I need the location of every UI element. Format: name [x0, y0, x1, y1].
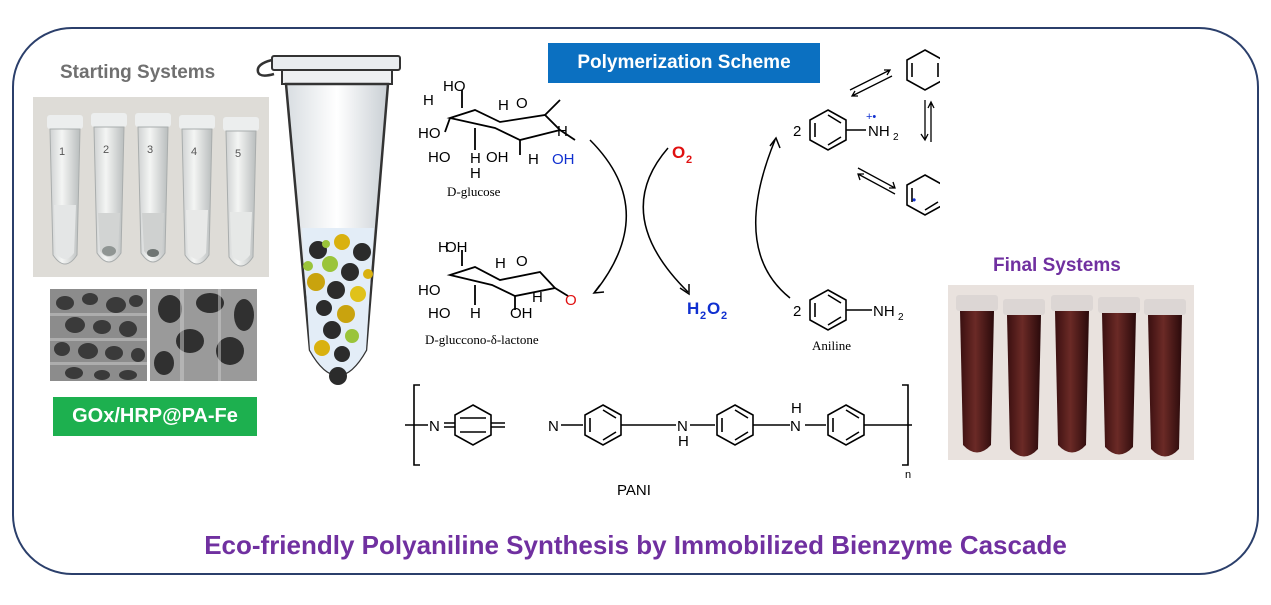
starting-systems-photo: 1 2 3 4 5 [33, 97, 269, 277]
h2o2-sub-1: 2 [700, 310, 706, 322]
h2o2-label-h: H [687, 299, 699, 318]
pani-repeat-n: n [905, 469, 911, 481]
pani-n-3: N [677, 418, 688, 435]
lactone-name: D-gluccono-δ-lactone [425, 332, 539, 347]
lactone-label-o-red: O [565, 292, 577, 309]
pani-n-2: N [548, 418, 559, 435]
pani-n-1: N [429, 418, 440, 435]
final-tube-row [956, 295, 1186, 457]
cascade-arrows [589, 136, 791, 299]
lactone-label-h-top: H [438, 239, 449, 256]
lactone-label-ho-left: HO [418, 282, 441, 299]
aniline-coefficient: 2 [793, 303, 801, 320]
radical-nh2-sub: 2 [893, 132, 899, 143]
radical-nh2: NH [868, 123, 890, 140]
glucose-label-oh-mid: OH [486, 149, 509, 166]
glucose-label-o-ring: O [516, 95, 528, 112]
glucose-label-ho-left: HO [418, 125, 441, 142]
final-systems-title: Final Systems [993, 255, 1121, 276]
pani-h-3: H [678, 433, 689, 450]
pani-h-4: H [791, 400, 802, 417]
tube-row: 1 2 3 4 5 [47, 113, 259, 267]
enzyme-system-label: GOx/HRP@PA-Fe [53, 397, 257, 436]
lactone-label-ho-bottom: HO [428, 305, 451, 322]
o2-subscript: 2 [686, 154, 692, 166]
aniline-nh2-sub: 2 [898, 312, 904, 323]
glucose-label-h-bottom: H [470, 165, 481, 182]
equilibrium-arrows [849, 69, 935, 195]
glucose-label-h-mid: H [470, 150, 481, 167]
lactone-label-o-ring: O [516, 253, 528, 270]
tube-label-2: 2 [103, 144, 109, 156]
h2o2-label-o: O [707, 299, 720, 318]
lactone-label-oh-top: OH [445, 239, 468, 256]
sem-image-right [150, 289, 257, 381]
pani-name: PANI [617, 482, 651, 499]
aniline-structure [809, 289, 872, 331]
rounded-frame [12, 27, 1259, 575]
sem-image-left [50, 289, 147, 381]
enzyme-particles [303, 234, 373, 385]
lactone-label-h-mid: H [470, 305, 481, 322]
glucose-structure [444, 90, 576, 155]
pani-structure [405, 384, 912, 466]
lactone-label-h-lower: H [532, 289, 543, 306]
glucose-label-h-lower: H [528, 151, 539, 168]
o2-label: O [672, 143, 685, 162]
tube-label-4: 4 [191, 146, 197, 158]
reaction-scheme: HO H HO HO H OH H H O H H OH D-glucose O… [405, 49, 940, 499]
glucose-name: D-glucose [447, 184, 501, 199]
resonance-structure-bottom [906, 174, 940, 216]
aniline-radical-cation [809, 109, 866, 151]
radical-cation-mark: +• [866, 111, 876, 123]
tube-label-5: 5 [235, 148, 241, 160]
glucose-label-oh-blue: OH [552, 151, 575, 168]
lactone-label-h-ring: H [495, 255, 506, 272]
h2o2-sub-2: 2 [721, 310, 727, 322]
tube-label-1: 1 [59, 146, 65, 158]
polymerization-scheme-label: Polymerization Scheme [548, 43, 820, 83]
glucose-label-h-right: H [557, 123, 568, 140]
glucose-label-h-ring: H [498, 97, 509, 114]
resonance-structure-top [906, 49, 940, 91]
glucose-label-h-top: H [423, 92, 434, 109]
tube-label-3: 3 [147, 144, 153, 156]
lactone-structure [446, 250, 569, 310]
aniline-nh2: NH [873, 303, 895, 320]
eppendorf-tube-illustration [256, 55, 401, 385]
starting-systems-title: Starting Systems [60, 62, 216, 83]
glucose-label-ho-top: HO [443, 78, 466, 95]
main-title: Eco-friendly Polyaniline Synthesis by Im… [204, 530, 1067, 560]
pani-n-4: N [790, 418, 801, 435]
resonance-bottom-radical: • [912, 193, 916, 207]
glucose-label-ho-bottom: HO [428, 149, 451, 166]
aniline-name: Aniline [812, 338, 851, 353]
lactone-label-oh-lower: OH [510, 305, 533, 322]
radical-coefficient: 2 [793, 123, 801, 140]
final-systems-photo [948, 285, 1194, 460]
